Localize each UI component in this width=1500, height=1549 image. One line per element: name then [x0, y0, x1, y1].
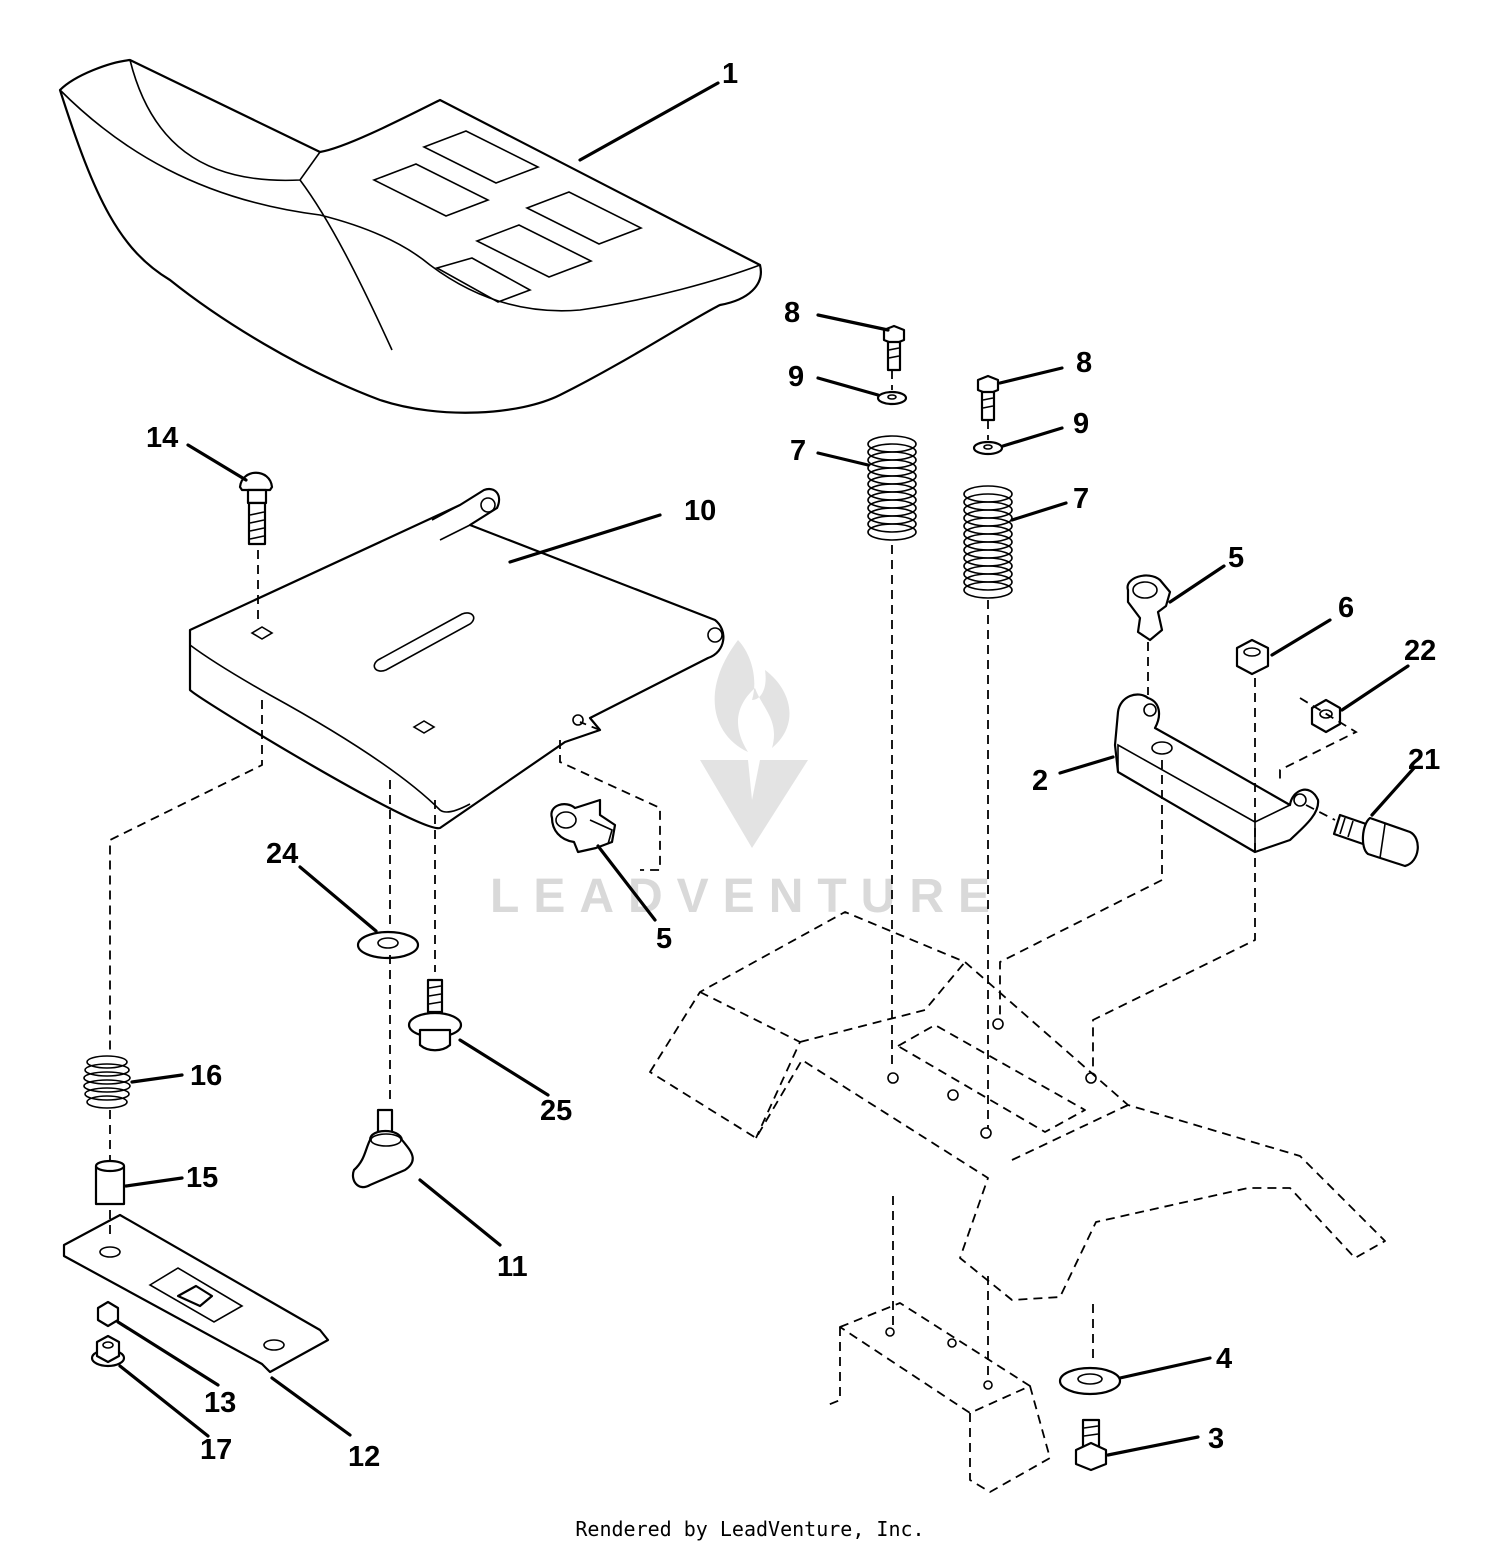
bolt-left — [882, 324, 906, 372]
callout-8-right: 8 — [1076, 347, 1092, 379]
callout-21: 21 — [1408, 744, 1440, 776]
callout-16: 16 — [190, 1060, 222, 1092]
assembly-lines — [109, 370, 1358, 1380]
callout-7-right: 7 — [1073, 483, 1089, 515]
flange-nut — [90, 1334, 126, 1368]
callout-5-lower: 5 — [656, 923, 672, 955]
callout-14: 14 — [146, 422, 178, 454]
square-hole-front — [412, 720, 436, 734]
spring-left — [867, 435, 917, 541]
seat-pad-panels — [372, 130, 643, 303]
lower-bracket-outline — [827, 1302, 1051, 1493]
callout-6: 6 — [1338, 592, 1354, 624]
callout-9-left: 9 — [788, 361, 804, 393]
washer-left — [356, 930, 420, 960]
adjustment-knob — [351, 1108, 414, 1189]
callout-12: 12 — [348, 1441, 380, 1473]
seat-switch-lower — [550, 798, 617, 854]
spring-right — [963, 485, 1013, 599]
bolt-right — [976, 374, 1000, 422]
callout-1: 1 — [722, 58, 738, 90]
seat-pan — [188, 487, 725, 830]
pivot-hole-upper — [480, 497, 496, 513]
hex-bolt — [1074, 1418, 1108, 1472]
leader-lines — [116, 81, 1416, 1457]
washer-small-right — [972, 440, 1004, 456]
callout-25: 25 — [540, 1095, 572, 1127]
callout-7-left: 7 — [790, 435, 806, 467]
small-spring — [83, 1055, 131, 1109]
callout-8-left: 8 — [784, 297, 800, 329]
bushing — [94, 1159, 126, 1206]
callout-labels: 1 10 14 8 9 7 8 9 7 5 6 22 21 2 5 24 25 … — [146, 58, 1440, 1473]
callout-9-right: 9 — [1073, 408, 1089, 440]
callout-24: 24 — [266, 838, 298, 870]
adjust-slot — [373, 612, 475, 672]
seat — [58, 58, 762, 414]
callout-22: 22 — [1404, 635, 1436, 667]
callout-15: 15 — [186, 1162, 218, 1194]
carriage-bolt — [238, 471, 274, 546]
hex-nut-small — [1310, 698, 1342, 734]
washer-small-left — [876, 390, 908, 406]
callout-13: 13 — [204, 1387, 236, 1419]
hex-nut — [96, 1300, 120, 1328]
lock-nut — [1235, 638, 1270, 676]
callout-10: 10 — [684, 495, 716, 527]
callout-11: 11 — [497, 1251, 528, 1283]
callout-17: 17 — [200, 1434, 232, 1466]
switch-bracket — [1113, 693, 1320, 854]
pivot-hole-lower — [707, 627, 723, 643]
footer-credit: Rendered by LeadVenture, Inc. — [575, 1517, 924, 1541]
square-hole-rear — [250, 626, 274, 640]
callout-4: 4 — [1216, 1343, 1232, 1375]
shoulder-bolt — [407, 978, 463, 1052]
callout-2: 2 — [1032, 765, 1048, 797]
shoulder-knob — [1332, 813, 1419, 868]
fender-outline — [649, 911, 1386, 1301]
callout-3: 3 — [1208, 1423, 1224, 1455]
watermark-text: LEADVENTURE — [490, 870, 1004, 923]
switch-hole — [572, 714, 584, 726]
callout-5-upper: 5 — [1228, 542, 1244, 574]
slide-plate — [62, 1213, 330, 1374]
washer-large — [1058, 1366, 1122, 1396]
seat-switch-upper — [1126, 574, 1172, 642]
watermark: LEADVENTURE — [490, 640, 1004, 923]
